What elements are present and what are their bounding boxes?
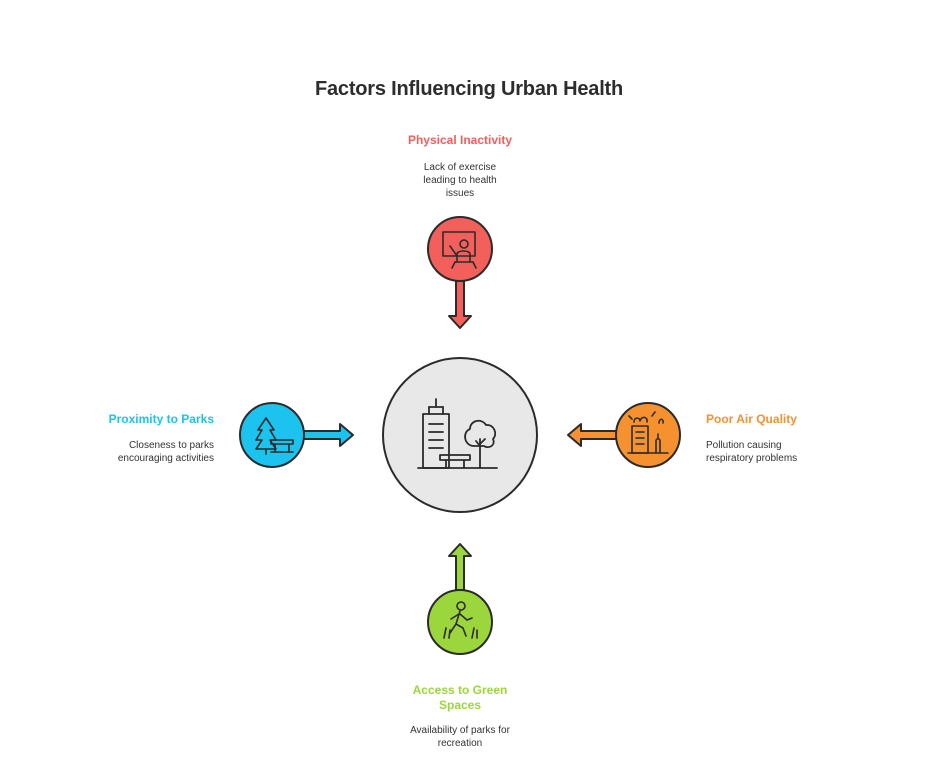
arrow-left-to-center (301, 423, 354, 447)
node-proximity-to-parks (239, 402, 305, 468)
description-line: recreation (437, 738, 483, 749)
smoggy-building-icon (627, 411, 669, 454)
poor-air-quality-description: Pollution causing respiratory problems (706, 439, 886, 465)
heading-line: Spaces (438, 698, 482, 712)
arrow-bottom-to-center (448, 543, 472, 591)
poor-air-quality-heading: Poor Air Quality (706, 412, 797, 426)
node-physical-inactivity (427, 216, 493, 282)
diagram-title: Factors Influencing Urban Health (314, 78, 624, 100)
proximity-to-parks-heading: Proximity to Parks (108, 412, 214, 426)
center-node (382, 357, 538, 513)
description-line: leading to health (423, 175, 497, 186)
city-building-park-icon (417, 398, 498, 469)
arrow-right-to-center (567, 423, 619, 447)
heading-line: Access to Green (412, 683, 508, 697)
access-to-green-spaces-heading: Access to Green Spaces (360, 683, 560, 713)
description-line: Pollution causing (706, 440, 782, 451)
access-to-green-spaces-description: Availability of parks for recreation (360, 724, 560, 750)
physical-inactivity-heading: Physical Inactivity (407, 133, 513, 147)
node-access-to-green-spaces (427, 589, 493, 655)
proximity-to-parks-description: Closeness to parks encouraging activitie… (60, 439, 214, 465)
walking-person-grass-icon (443, 601, 478, 639)
description-line: Closeness to parks (128, 440, 214, 451)
person-at-computer-icon (442, 231, 477, 269)
description-line: issues (445, 188, 475, 199)
physical-inactivity-description: Lack of exercise leading to health issue… (380, 161, 540, 200)
tree-bench-icon (255, 417, 294, 455)
description-line: encouraging activities (117, 453, 214, 464)
description-line: Availability of parks for (410, 725, 510, 736)
arrow-top-to-center (448, 280, 472, 329)
description-line: Lack of exercise (423, 162, 497, 173)
description-line: respiratory problems (706, 453, 798, 464)
node-poor-air-quality (615, 402, 681, 468)
